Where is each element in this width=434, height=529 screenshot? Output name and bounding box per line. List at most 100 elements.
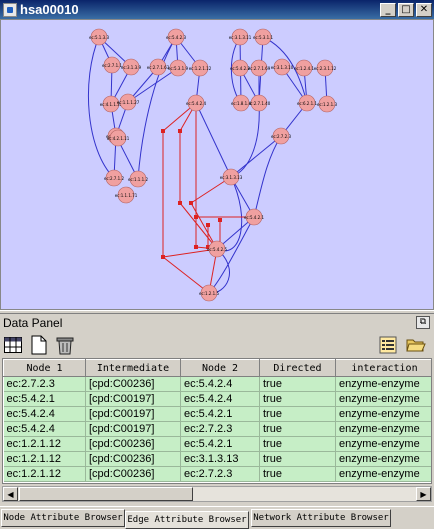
network-node[interactable]: ec:1.1.1.27 bbox=[117, 93, 140, 111]
table-cell[interactable]: [cpd:C00236] bbox=[85, 466, 181, 482]
table-cell[interactable]: enzyme-enzyme bbox=[335, 376, 431, 392]
table-cell[interactable]: true bbox=[259, 436, 336, 452]
table-cell[interactable]: enzyme-enzyme bbox=[335, 436, 431, 452]
table-cell[interactable]: [cpd:C00197] bbox=[85, 406, 181, 422]
network-node[interactable]: ec:1.8.1.4 bbox=[231, 94, 251, 112]
network-node-circle[interactable] bbox=[200, 284, 218, 302]
table-cell[interactable]: [cpd:C00197] bbox=[85, 421, 181, 437]
column-header-2[interactable]: Node 2 bbox=[180, 359, 260, 377]
compound-point[interactable] bbox=[178, 129, 182, 133]
table-cell[interactable]: [cpd:C00197] bbox=[85, 391, 181, 407]
table-cell[interactable]: true bbox=[259, 406, 336, 422]
horizontal-scrollbar[interactable]: ◀ ▶ bbox=[2, 486, 432, 502]
network-node-circle[interactable] bbox=[119, 93, 137, 111]
network-edge[interactable] bbox=[230, 135, 282, 178]
table-cell[interactable]: ec:3.1.3.13 bbox=[180, 451, 260, 467]
network-node[interactable]: ec:2.7.1.40 bbox=[248, 94, 271, 112]
table-cell[interactable]: ec:5.4.2.1 bbox=[3, 391, 86, 407]
table-select-icon[interactable] bbox=[2, 334, 24, 356]
table-cell[interactable]: ec:2.7.2.3 bbox=[180, 466, 260, 482]
network-node[interactable]: ec:5.3.1.1 bbox=[253, 28, 273, 46]
network-node[interactable]: ec:5.4.2.5 bbox=[207, 240, 227, 258]
network-node[interactable]: ec:2.7.1.69 bbox=[248, 59, 271, 77]
network-node-circle[interactable] bbox=[245, 208, 263, 226]
network-node[interactable]: ec:1.2.1.3 bbox=[317, 95, 337, 113]
table-cell[interactable]: ec:5.4.2.1 bbox=[180, 406, 260, 422]
network-node-circle[interactable] bbox=[129, 170, 147, 188]
network-edge[interactable] bbox=[252, 135, 282, 218]
close-button[interactable]: ✕ bbox=[416, 2, 432, 17]
network-node-circle[interactable] bbox=[231, 59, 249, 77]
network-node[interactable]: ec:2.3.1.12 bbox=[314, 59, 337, 77]
network-node[interactable]: ec:2.7.1.1 bbox=[102, 56, 122, 74]
table-cell[interactable]: [cpd:C00236] bbox=[85, 436, 181, 452]
table-cell[interactable]: enzyme-enzyme bbox=[335, 421, 431, 437]
network-node[interactable]: ec:4.1.1.32 bbox=[100, 95, 123, 113]
column-header-3[interactable]: Directed bbox=[259, 359, 336, 377]
table-cell[interactable]: [cpd:C00236] bbox=[85, 376, 181, 392]
network-node-circle[interactable] bbox=[191, 59, 209, 77]
table-cell[interactable]: ec:1.2.1.12 bbox=[3, 436, 86, 452]
network-node-circle[interactable] bbox=[295, 59, 313, 77]
table-cell[interactable]: ec:1.2.1.12 bbox=[3, 451, 86, 467]
network-edge[interactable] bbox=[127, 67, 179, 103]
network-node[interactable]: ec:1.1.1.71 bbox=[115, 186, 138, 204]
table-cell[interactable]: ec:2.7.2.3 bbox=[180, 421, 260, 437]
network-node[interactable]: ec:3.1.3.11 bbox=[229, 28, 252, 46]
table-cell[interactable]: ec:5.4.2.1 bbox=[180, 436, 260, 452]
network-node[interactable]: ec:5.1.3.3 bbox=[89, 28, 109, 46]
network-node-circle[interactable] bbox=[187, 94, 205, 112]
table-cell[interactable]: true bbox=[259, 451, 336, 467]
compound-point[interactable] bbox=[161, 129, 165, 133]
network-edge[interactable] bbox=[135, 36, 177, 180]
network-node[interactable]: ec:2.7.1.63 bbox=[147, 58, 170, 76]
network-node[interactable]: ec:2.7.1.2 bbox=[104, 169, 124, 187]
scroll-right-button[interactable]: ▶ bbox=[416, 487, 431, 501]
compound-point[interactable] bbox=[206, 223, 210, 227]
network-node[interactable]: ec:1.2.4.1 bbox=[294, 59, 314, 77]
network-node[interactable]: ec:1.1.1.2 bbox=[128, 170, 148, 188]
tab-edge-attribute-browser[interactable]: Edge Attribute Browser bbox=[125, 511, 249, 529]
network-node-circle[interactable] bbox=[208, 240, 226, 258]
attribute-list-icon[interactable] bbox=[377, 334, 399, 356]
new-document-icon[interactable] bbox=[28, 334, 50, 356]
table-cell[interactable]: enzyme-enzyme bbox=[335, 451, 431, 467]
scroll-left-button[interactable]: ◀ bbox=[3, 487, 18, 501]
table-cell[interactable]: enzyme-enzyme bbox=[335, 406, 431, 422]
network-node[interactable]: ec:6.2.1.1 bbox=[297, 94, 317, 112]
network-node-circle[interactable] bbox=[232, 94, 250, 112]
network-node-circle[interactable] bbox=[169, 59, 187, 77]
column-header-0[interactable]: Node 1 bbox=[3, 359, 86, 377]
network-node[interactable]: ec:5.4.2.1 bbox=[244, 208, 264, 226]
network-node[interactable]: ec:5.4.2.3 bbox=[166, 28, 186, 46]
network-node[interactable]: ec:4.2.1.11 bbox=[107, 129, 130, 147]
network-node-circle[interactable] bbox=[167, 28, 185, 46]
folder-open-icon[interactable] bbox=[405, 334, 427, 356]
network-node[interactable]: ec:1.2.1.5 bbox=[199, 284, 219, 302]
column-header-4[interactable]: interaction bbox=[335, 359, 431, 377]
column-header-1[interactable]: Intermediate bbox=[85, 359, 181, 377]
network-node-circle[interactable] bbox=[222, 168, 240, 186]
network-edge[interactable] bbox=[179, 202, 218, 250]
table-cell[interactable]: ec:1.2.1.12 bbox=[3, 466, 86, 482]
network-node-circle[interactable] bbox=[318, 95, 336, 113]
compound-point[interactable] bbox=[218, 218, 222, 222]
network-node-circle[interactable] bbox=[231, 28, 249, 46]
network-node-circle[interactable] bbox=[103, 56, 121, 74]
network-node-circle[interactable] bbox=[149, 58, 167, 76]
network-node-circle[interactable] bbox=[316, 59, 334, 77]
network-edge[interactable] bbox=[162, 256, 210, 294]
scroll-thumb[interactable] bbox=[19, 487, 193, 501]
table-cell[interactable]: true bbox=[259, 421, 336, 437]
table-cell[interactable]: ec:5.4.2.4 bbox=[180, 376, 260, 392]
float-panel-button[interactable]: ⧉ bbox=[416, 316, 430, 329]
tab-node-attribute-browser[interactable]: Node Attribute Browser bbox=[1, 509, 125, 527]
network-node[interactable]: ec:2.7.2.3 bbox=[271, 127, 291, 145]
table-cell[interactable]: [cpd:C00236] bbox=[85, 451, 181, 467]
network-edge[interactable] bbox=[190, 202, 218, 250]
